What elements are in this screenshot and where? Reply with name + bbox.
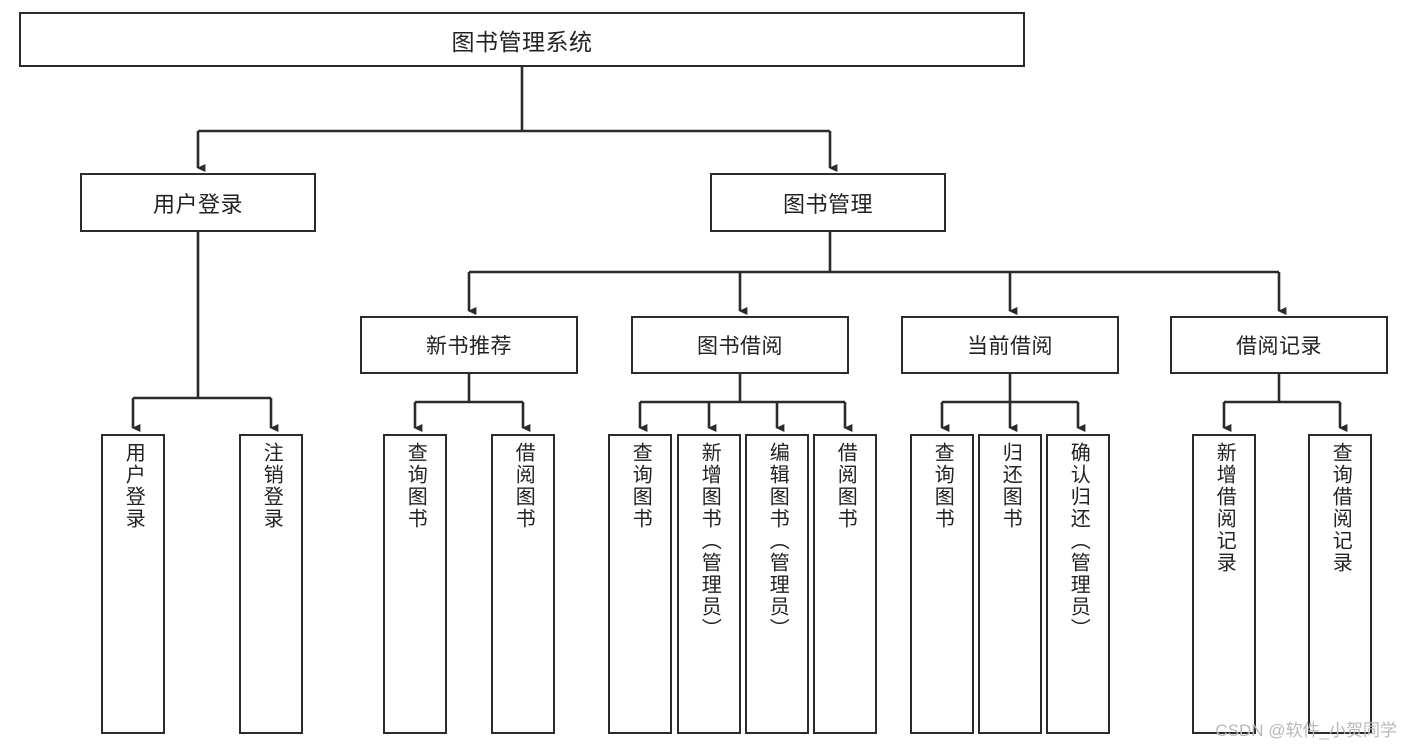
leaf-record-query-record[interactable]: 查询借阅记录	[1308, 434, 1372, 734]
node-new-book-recommendation[interactable]: 新书推荐	[360, 316, 578, 374]
node-label: 查询借阅记录	[1329, 442, 1352, 574]
leaf-user-login-logout[interactable]: 注销登录	[239, 434, 303, 734]
leaf-new-book-query-book[interactable]: 查询图书	[383, 434, 447, 734]
node-label: 借阅图书	[512, 442, 535, 530]
node-label: 图书借阅	[697, 335, 783, 358]
leaf-current-return-book[interactable]: 归还图书	[978, 434, 1042, 734]
leaf-current-query-book[interactable]: 查询图书	[910, 434, 974, 734]
node-book-borrow[interactable]: 图书借阅	[631, 316, 849, 374]
node-label: 查询图书	[629, 442, 652, 530]
node-label: 用户登录	[152, 191, 243, 217]
node-label: 查询图书	[931, 442, 954, 530]
node-label: 图书管理系统	[451, 28, 593, 55]
node-label: 确认归还（管理员）	[1067, 442, 1090, 640]
node-user-login[interactable]: 用户登录	[80, 173, 316, 232]
node-book-management[interactable]: 图书管理	[710, 173, 946, 232]
node-borrow-record[interactable]: 借阅记录	[1170, 316, 1388, 374]
node-label: 编辑图书（管理员）	[766, 442, 789, 640]
leaf-borrow-query-book[interactable]: 查询图书	[608, 434, 672, 734]
leaf-borrow-edit-book-admin[interactable]: 编辑图书（管理员）	[745, 434, 809, 734]
node-label: 借阅记录	[1236, 335, 1322, 358]
leaf-new-book-borrow-book[interactable]: 借阅图书	[491, 434, 555, 734]
leaf-user-login-login[interactable]: 用户登录	[101, 434, 165, 734]
node-label: 用户登录	[122, 442, 145, 530]
leaf-record-add-record[interactable]: 新增借阅记录	[1192, 434, 1256, 734]
node-label: 查询图书	[404, 442, 427, 530]
node-label: 新增借阅记录	[1213, 442, 1236, 574]
leaf-current-confirm-return-admin[interactable]: 确认归还（管理员）	[1046, 434, 1110, 734]
node-label: 借阅图书	[834, 442, 857, 530]
node-label: 图书管理	[782, 191, 873, 217]
node-label: 注销登录	[260, 442, 283, 530]
node-current-borrow[interactable]: 当前借阅	[901, 316, 1119, 374]
node-root-book-management-system[interactable]: 图书管理系统	[19, 12, 1025, 67]
node-label: 归还图书	[999, 442, 1022, 530]
leaf-borrow-add-book-admin[interactable]: 新增图书（管理员）	[677, 434, 741, 734]
node-label: 新增图书（管理员）	[698, 442, 721, 640]
node-label: 新书推荐	[426, 335, 512, 358]
leaf-borrow-lend-book[interactable]: 借阅图书	[813, 434, 877, 734]
node-label: 当前借阅	[967, 335, 1053, 358]
